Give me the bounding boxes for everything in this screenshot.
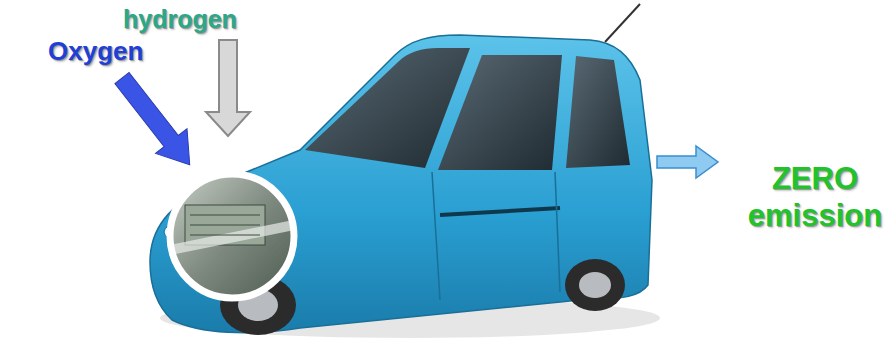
fuel-cell-plate xyxy=(190,215,260,216)
fuel-cell-plate xyxy=(190,225,260,226)
rear-window xyxy=(566,56,630,168)
fuel-cell-inset xyxy=(170,174,294,298)
output-label: ZERO emission xyxy=(745,160,885,234)
car-antenna xyxy=(605,4,640,42)
fuel-cell-stack xyxy=(170,175,294,299)
door-line xyxy=(555,172,560,292)
door-line xyxy=(432,172,440,300)
oxygen-arrow xyxy=(106,66,205,177)
fuel-cell-photo xyxy=(170,175,294,299)
rear-wheel xyxy=(565,259,625,311)
windshield xyxy=(305,48,470,168)
fuel-cell-plate xyxy=(190,235,260,236)
hydrogen-arrow xyxy=(206,40,250,136)
input-label: Oxygen xyxy=(48,36,178,67)
output-arrow xyxy=(657,146,718,178)
fuel-cell-glare xyxy=(170,225,294,250)
input-label: hydrogen xyxy=(123,4,273,34)
side-window xyxy=(438,55,562,170)
wheel-rim xyxy=(579,272,611,298)
car-body xyxy=(150,35,652,333)
door-trim xyxy=(440,208,560,215)
